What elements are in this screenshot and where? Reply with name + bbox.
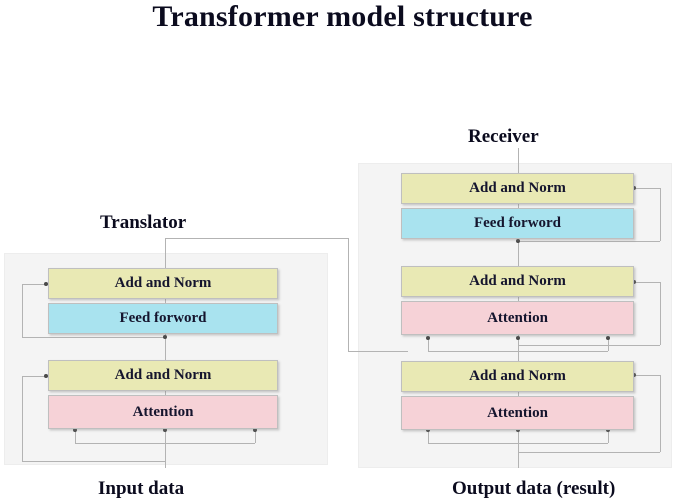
encoder-residual-2-arrow-dot bbox=[44, 374, 48, 378]
encoder-attention-v-dot bbox=[253, 428, 257, 432]
encoder-block-label: Add and Norm bbox=[114, 367, 212, 383]
decoder-feedforward-input-dot bbox=[516, 239, 520, 243]
encoder-residual-1-arrow-dot bbox=[44, 282, 48, 286]
page-title: Transformer model structure bbox=[152, 0, 533, 33]
decoder-block-add-and-norm-2[interactable]: Add and Norm bbox=[401, 266, 634, 297]
encoder-residual-2-bottom bbox=[22, 461, 165, 462]
decoder-self-attention-v-stem bbox=[608, 430, 609, 443]
encoder-block-feed-forword[interactable]: Feed forword bbox=[48, 303, 278, 334]
decoder-block-label: Attention bbox=[487, 309, 548, 326]
encoder-block-add-and-norm-1[interactable]: Add and Norm bbox=[48, 268, 278, 299]
decoder-cross-attention-q-stem bbox=[428, 338, 429, 351]
encoder-residual-1-vertical bbox=[22, 284, 23, 337]
decoder-residual-1-vertical bbox=[660, 188, 661, 241]
decoder-block-label: Add and Norm bbox=[469, 180, 566, 196]
encoder-residual-2-top bbox=[22, 376, 48, 377]
decoder-block-add-and-norm-3[interactable]: Add and Norm bbox=[401, 361, 634, 392]
encoder-residual-2-vertical bbox=[22, 376, 23, 461]
encoder-block-label: Attention bbox=[132, 403, 194, 420]
encoder-heading-label: Translator bbox=[100, 212, 187, 233]
decoder-cross-attention-v-stem bbox=[608, 338, 609, 351]
decoder-residual-3-vertical bbox=[660, 375, 661, 452]
encoder-block-label: Feed forword bbox=[119, 310, 207, 326]
decoder-heading-label: Receiver bbox=[468, 126, 539, 147]
decoder-cross-attention-q-dot bbox=[426, 336, 430, 340]
decoder-self-attention-q-dot bbox=[426, 428, 430, 432]
encoder-attention-v-stem bbox=[255, 430, 256, 443]
output-data-label: Output data (result) bbox=[452, 478, 616, 499]
decoder-residual-3-top bbox=[634, 375, 660, 376]
decoder-residual-2-vertical bbox=[660, 282, 661, 345]
encoder-output-into-decoder-segment bbox=[348, 351, 408, 352]
encoder-main-spine bbox=[165, 238, 166, 468]
encoder-residual-1-bottom bbox=[22, 337, 165, 338]
decoder-residual-2-top bbox=[634, 282, 660, 283]
encoder-attention-k-dot bbox=[163, 428, 167, 432]
encoder-attention-qkv-bus bbox=[75, 443, 255, 444]
decoder-block-label: Add and Norm bbox=[469, 273, 566, 289]
decoder-cross-attention-qkv-bus bbox=[428, 351, 608, 352]
decoder-residual-1-top bbox=[634, 188, 660, 189]
decoder-block-cross-attention[interactable]: Attention bbox=[401, 301, 634, 335]
decoder-block-label: Add and Norm bbox=[469, 368, 566, 384]
input-data-label: Input data bbox=[98, 478, 185, 499]
decoder-residual-1-bottom bbox=[518, 241, 660, 242]
decoder-residual-3-bottom bbox=[518, 452, 660, 453]
decoder-residual-3-arrow-dot bbox=[632, 373, 636, 377]
decoder-residual-2-bottom bbox=[518, 345, 660, 346]
encoder-block-attention[interactable]: Attention bbox=[48, 395, 278, 429]
decoder-cross-attention-k-dot bbox=[516, 336, 520, 340]
decoder-residual-1-arrow-dot bbox=[632, 186, 636, 190]
encoder-attention-q-stem bbox=[75, 430, 76, 443]
decoder-block-add-and-norm-1[interactable]: Add and Norm bbox=[401, 173, 634, 204]
decoder-block-feed-forword[interactable]: Feed forword bbox=[401, 208, 634, 239]
decoder-self-attention-q-stem bbox=[428, 430, 429, 443]
decoder-self-attention-qkv-bus bbox=[428, 443, 608, 444]
decoder-block-label: Feed forword bbox=[473, 215, 562, 231]
encoder-output-top-segment bbox=[165, 238, 348, 239]
encoder-feedforward-input-dot bbox=[163, 335, 167, 339]
encoder-residual-1-top bbox=[22, 284, 48, 285]
decoder-self-attention-k-dot bbox=[516, 428, 520, 432]
decoder-self-attention-v-dot bbox=[606, 428, 610, 432]
decoder-block-self-attention[interactable]: Attention bbox=[401, 396, 634, 430]
encoder-block-add-and-norm-2[interactable]: Add and Norm bbox=[48, 360, 278, 391]
decoder-cross-attention-v-dot bbox=[606, 336, 610, 340]
encoder-attention-q-dot bbox=[73, 428, 77, 432]
encoder-block-label: Add and Norm bbox=[114, 275, 212, 291]
decoder-residual-2-arrow-dot bbox=[632, 280, 636, 284]
decoder-block-label: Attention bbox=[487, 404, 548, 421]
encoder-output-right-segment bbox=[348, 238, 349, 351]
